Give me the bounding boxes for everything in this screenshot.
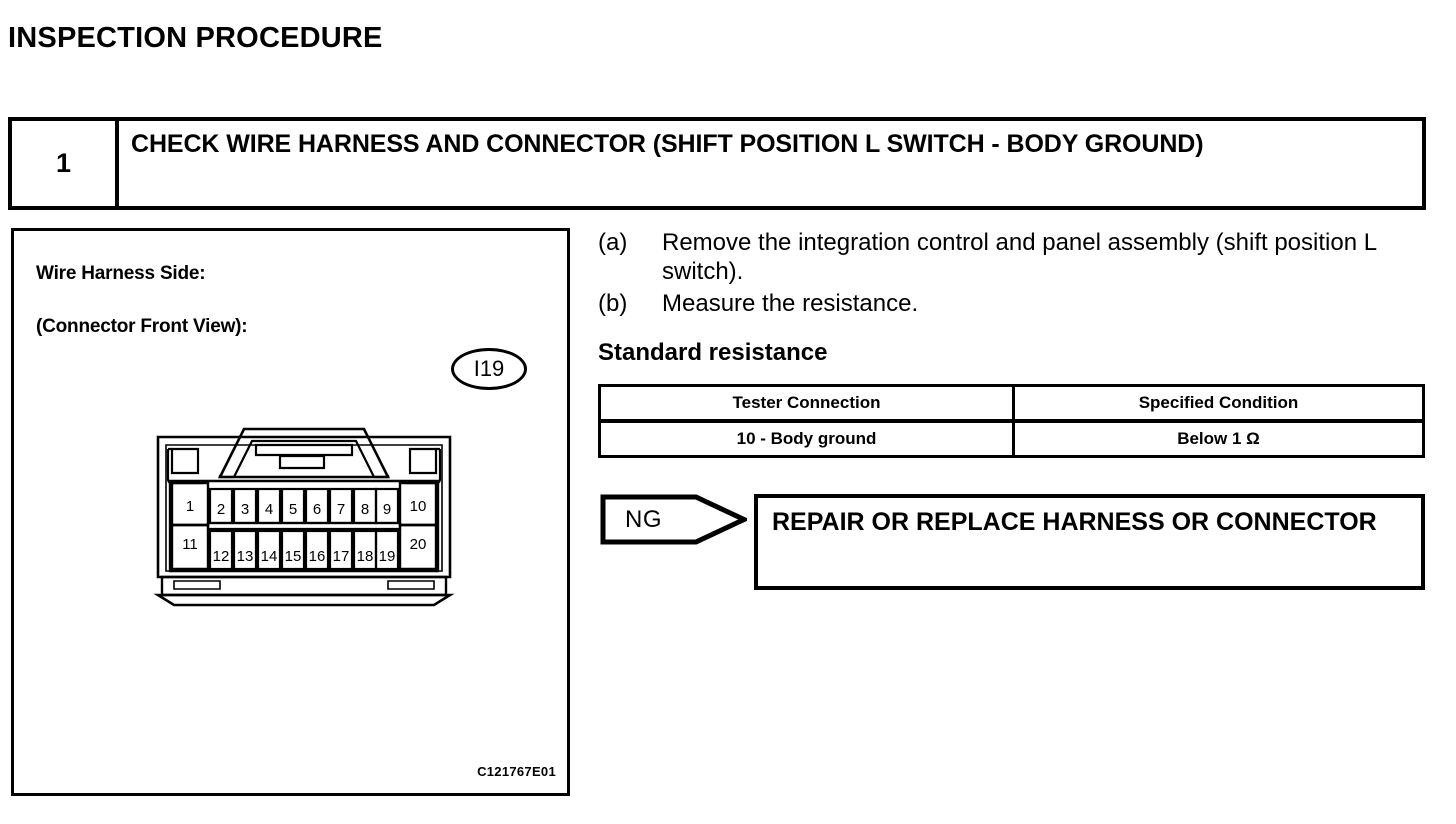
procedure-item-a: (a) Remove the integration control and p… (598, 228, 1438, 287)
procedure-text-a: Remove the integration control and panel… (662, 229, 1377, 286)
pin-label-12: 12 (213, 548, 230, 565)
column-header-specified-condition: Specified Condition (1012, 384, 1425, 423)
pin-label-8: 8 (361, 501, 369, 518)
figure-caption-harness-side: Wire Harness Side: (36, 263, 206, 284)
procedure-marker-a: (a) (598, 229, 628, 256)
pin-label-5: 5 (289, 501, 297, 518)
pin-label-14: 14 (261, 548, 278, 565)
cell-specified-condition: Below 1 Ω (1012, 419, 1425, 458)
pin-label-16: 16 (309, 548, 326, 565)
procedure-steps: (a) Remove the integration control and p… (598, 228, 1438, 320)
pin-label-17: 17 (333, 548, 350, 565)
pin-label-6: 6 (313, 501, 321, 518)
ng-arrow-shape (600, 494, 747, 545)
figure-panel: Wire Harness Side: (Connector Front View… (11, 228, 570, 796)
procedure-marker-b: (b) (598, 289, 628, 317)
pin-label-13: 13 (237, 548, 254, 565)
connector-front-view-diagram: 1 2 3 4 5 6 7 8 9 10 11 12 13 14 15 16 1… (153, 427, 455, 607)
pin-label-4: 4 (265, 501, 273, 518)
pin-label-15: 15 (285, 548, 302, 565)
figure-caption-front-view: (Connector Front View): (36, 316, 248, 337)
standard-resistance-table: Tester Connection Specified Condition 10… (598, 384, 1425, 458)
pin-label-20: 20 (410, 536, 427, 553)
figure-reference-code: C121767E01 (477, 764, 556, 779)
pin-label-3: 3 (241, 501, 249, 518)
table-row: 10 - Body ground Below 1 Ω (598, 419, 1425, 458)
step-header-box: 1 CHECK WIRE HARNESS AND CONNECTOR (SHIF… (8, 117, 1426, 210)
standard-resistance-heading: Standard resistance (598, 339, 828, 366)
procedure-item-b: (b) Measure the resistance. (598, 289, 1438, 318)
table-header-row: Tester Connection Specified Condition (598, 384, 1425, 423)
column-header-tester-connection: Tester Connection (598, 384, 1015, 423)
pin-label-9: 9 (383, 501, 391, 518)
pin-label-7: 7 (337, 501, 345, 518)
page-title: INSPECTION PROCEDURE (8, 22, 383, 54)
pin-label-11: 11 (182, 536, 198, 553)
step-number: 1 (12, 121, 119, 206)
cell-tester-connection: 10 - Body ground (598, 419, 1015, 458)
connector-code-badge: I19 (451, 348, 527, 390)
pin-label-1: 1 (186, 498, 194, 515)
pin-label-10: 10 (410, 498, 427, 515)
ng-judgement-label: NG (625, 506, 662, 533)
pin-label-19: 19 (379, 548, 396, 565)
step-title: CHECK WIRE HARNESS AND CONNECTOR (SHIFT … (131, 130, 1204, 158)
procedure-text-b: Measure the resistance. (662, 289, 919, 317)
ng-result-action: REPAIR OR REPLACE HARNESS OR CONNECTOR (754, 494, 1425, 590)
pin-label-2: 2 (217, 501, 225, 518)
pin-label-18: 18 (357, 548, 374, 565)
